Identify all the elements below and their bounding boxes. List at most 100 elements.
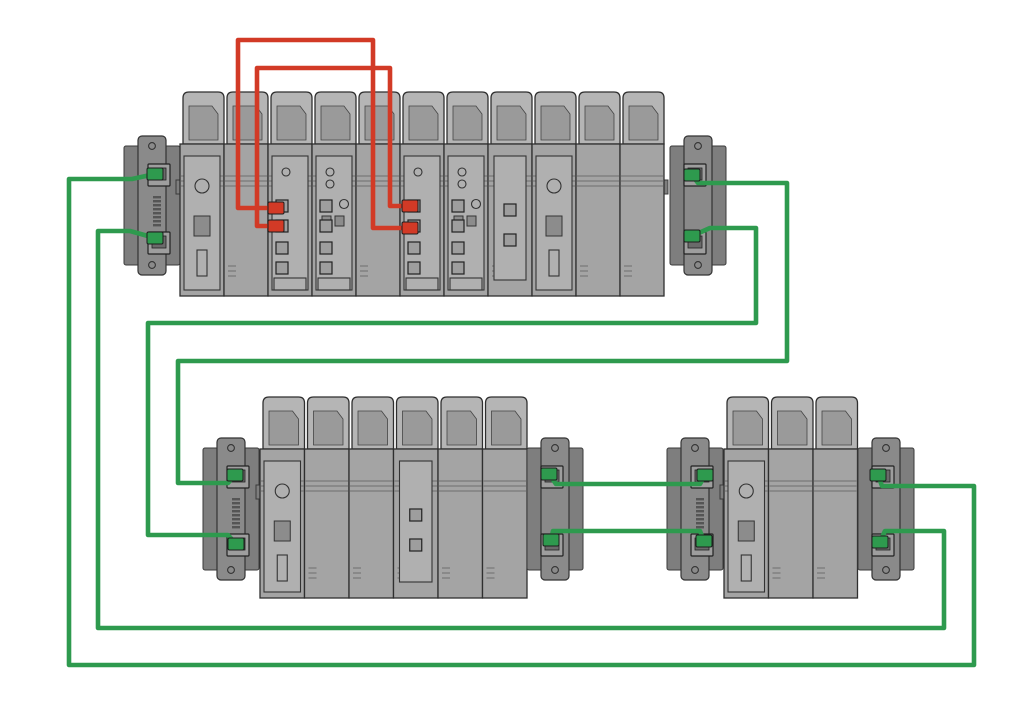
rotary-switch-icon[interactable] [413, 167, 423, 177]
status-led [153, 196, 161, 199]
module-body [575, 143, 621, 297]
usb-port-icon[interactable] [466, 215, 477, 227]
comm-port-icon[interactable] [503, 203, 517, 217]
right-end-connector-block [526, 437, 584, 581]
cpu-ethernet-port-icon[interactable] [319, 199, 333, 213]
sync-cable-outer[interactable] [235, 37, 419, 235]
status-led [153, 208, 161, 211]
status-led-strip [696, 498, 704, 529]
reset-button-icon[interactable] [470, 198, 482, 210]
rotary-switch-icon[interactable] [325, 167, 335, 177]
cpu-ethernet-port-icon[interactable] [451, 219, 465, 233]
reset-button-icon[interactable] [338, 198, 350, 210]
module-blank [355, 91, 401, 297]
module-top-cap-inset [628, 105, 659, 141]
mounting-screw-icon [227, 444, 235, 452]
rotary-switch-icon[interactable] [281, 167, 291, 177]
cpu-ethernet-port-icon[interactable] [407, 261, 421, 275]
link-cable-rack1-rack2-top[interactable] [175, 168, 790, 486]
comm-port-icon[interactable] [409, 538, 423, 552]
module-power-supply [723, 396, 770, 599]
mounting-screw-icon [691, 566, 699, 574]
module-top-cap-inset [402, 410, 433, 446]
module-body [481, 448, 528, 599]
cpu-latch-icon[interactable] [273, 277, 307, 291]
cable-connector-plug [226, 468, 244, 482]
module-top-cap-inset [320, 105, 351, 141]
rotary-switch-icon[interactable] [457, 167, 467, 177]
cable-connector-plug [267, 201, 285, 215]
status-led [696, 506, 704, 509]
module-body [767, 448, 814, 599]
mounting-screw-icon [148, 142, 156, 150]
cpu-ethernet-port-icon[interactable] [319, 261, 333, 275]
status-led [153, 204, 161, 207]
power-switch-icon[interactable] [273, 520, 291, 542]
cable-connector-plug [869, 468, 887, 482]
cpu-latch-icon[interactable] [449, 277, 483, 291]
status-led [232, 526, 240, 529]
module-body [437, 448, 484, 599]
module-blank [348, 396, 395, 599]
end-block-body [871, 437, 901, 581]
module-power-supply [179, 91, 225, 297]
usb-port-icon[interactable] [334, 215, 345, 227]
status-led [232, 498, 240, 501]
rotary-switch-icon[interactable] [457, 179, 467, 189]
cpu-ethernet-port-icon[interactable] [451, 241, 465, 255]
module-cpu [267, 91, 313, 297]
mounting-screw-icon [882, 566, 890, 574]
comm-port-icon[interactable] [409, 508, 423, 522]
module-top-cap-inset [452, 105, 483, 141]
ring-cable-outer[interactable] [66, 167, 977, 668]
module-top-cap-inset [496, 105, 527, 141]
cable-connector-plug [871, 535, 889, 549]
end-block-body [680, 437, 710, 581]
status-led [232, 506, 240, 509]
status-led [696, 514, 704, 517]
status-led [696, 526, 704, 529]
cpu-ethernet-port-icon[interactable] [319, 219, 333, 233]
link-cable-rack2-rack3-bottom[interactable] [542, 528, 713, 548]
power-switch-icon[interactable] [193, 215, 211, 237]
power-switch-icon[interactable] [737, 520, 755, 542]
cable-path [66, 171, 977, 668]
module-top-cap-inset [540, 105, 571, 141]
cpu-ethernet-port-icon[interactable] [319, 241, 333, 255]
module-blank [437, 396, 484, 599]
rotary-switch-icon[interactable] [325, 179, 335, 189]
status-led [696, 498, 704, 501]
cpu-ethernet-port-icon[interactable] [275, 261, 289, 275]
link-cable-rack2-rack3-top[interactable] [540, 467, 714, 487]
cable-path [95, 228, 947, 631]
cpu-ethernet-port-icon[interactable] [451, 199, 465, 213]
module-comm-module [487, 91, 533, 297]
module-body [223, 143, 269, 297]
ring-cable-inner[interactable] [95, 228, 947, 631]
status-led [696, 522, 704, 525]
cpu-ethernet-port-icon[interactable] [407, 241, 421, 255]
cpu-latch-icon[interactable] [405, 277, 439, 291]
module-power-supply [259, 396, 306, 599]
io-switch-icon[interactable] [545, 215, 563, 237]
module-cpu-io [443, 91, 489, 297]
link-cable-rack1-rack2-bottom[interactable] [145, 225, 759, 551]
cable-connector-plug [227, 537, 245, 551]
module-blank [223, 91, 269, 297]
io-indicator-icon [546, 178, 562, 194]
module-body [303, 448, 350, 599]
module-blank [481, 396, 528, 599]
end-block-body [216, 437, 246, 581]
right-end-connector-block [857, 437, 915, 581]
comm-port-icon[interactable] [503, 233, 517, 247]
right-end-connector-block [669, 135, 727, 276]
mounting-screw-icon [148, 261, 156, 269]
module-top-cap-inset [584, 105, 615, 141]
cpu-ethernet-port-icon[interactable] [451, 261, 465, 275]
cpu-ethernet-port-icon[interactable] [275, 241, 289, 255]
sync-cable-inner[interactable] [254, 65, 419, 233]
status-led [153, 212, 161, 215]
cpu-latch-icon[interactable] [317, 277, 351, 291]
mounting-screw-icon [691, 444, 699, 452]
